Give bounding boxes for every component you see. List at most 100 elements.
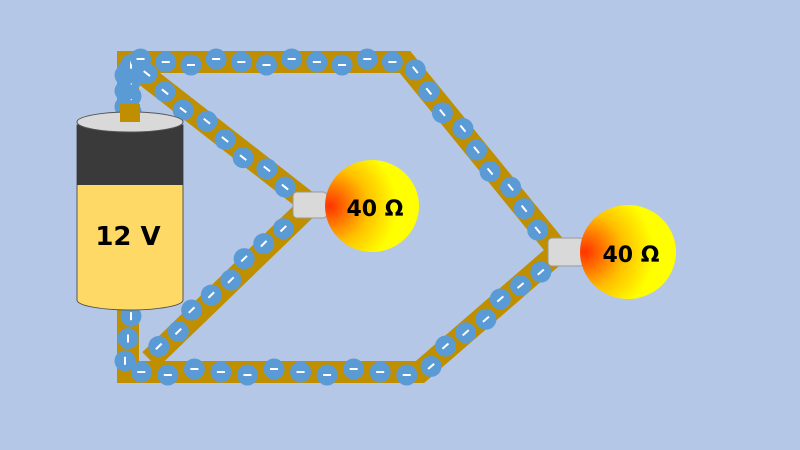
electron [263, 358, 285, 380]
minus-sign-icon [190, 368, 199, 370]
electron [180, 54, 202, 76]
minus-sign-icon [188, 306, 196, 314]
minus-sign-icon [507, 183, 514, 191]
bulb-1: 40 Ω [292, 160, 419, 252]
electron [130, 361, 152, 383]
bulb-1-globe [325, 160, 419, 252]
electron [466, 139, 487, 161]
electron [200, 284, 222, 306]
minus-sign-icon [402, 374, 411, 376]
electron [167, 320, 189, 342]
electron [117, 328, 139, 349]
minus-sign-icon [462, 329, 470, 337]
bulb-2-base [547, 237, 585, 267]
minus-sign-icon [425, 87, 433, 96]
minus-sign-icon [260, 240, 268, 248]
minus-sign-icon [155, 342, 163, 350]
minus-sign-icon [270, 368, 278, 370]
minus-sign-icon [349, 368, 358, 370]
electron [205, 48, 227, 70]
minus-sign-icon [281, 183, 289, 191]
electron [148, 335, 170, 357]
electron [136, 63, 158, 85]
minus-sign-icon [388, 61, 397, 63]
minus-sign-icon [441, 342, 450, 350]
electron [290, 361, 312, 383]
minus-sign-icon [427, 363, 435, 370]
electron [500, 176, 522, 198]
electron [214, 128, 236, 150]
minus-sign-icon [161, 61, 170, 63]
minus-sign-icon [338, 64, 347, 66]
bulb-1-base [292, 191, 328, 219]
battery: 12 V [76, 104, 184, 311]
minus-sign-icon [323, 374, 332, 376]
electron [157, 364, 179, 386]
minus-sign-icon [203, 117, 211, 125]
electron [220, 269, 242, 291]
electron [396, 364, 418, 386]
electron [233, 248, 255, 270]
minus-sign-icon [216, 371, 225, 373]
minus-sign-icon [411, 66, 419, 74]
minus-sign-icon [296, 371, 305, 373]
electron [404, 59, 426, 81]
electron [232, 147, 254, 169]
minus-sign-icon [163, 374, 172, 376]
electron [272, 218, 294, 240]
electron [155, 51, 177, 73]
minus-sign-icon [161, 88, 169, 96]
electron [452, 118, 474, 140]
electron [431, 102, 453, 124]
minus-sign-icon [186, 64, 195, 66]
electron [274, 176, 296, 198]
minus-sign-icon [136, 58, 145, 60]
minus-sign-icon [240, 255, 248, 263]
minus-sign-icon [262, 64, 271, 66]
minus-sign-icon [227, 276, 235, 284]
minus-sign-icon [212, 58, 221, 60]
minus-sign-icon [263, 165, 271, 173]
minus-sign-icon [239, 154, 247, 161]
bulb-2-globe [580, 205, 676, 299]
minus-sign-icon [137, 371, 146, 373]
electron [475, 308, 497, 330]
electron [316, 364, 338, 386]
electron [306, 51, 328, 73]
minus-sign-icon [459, 124, 467, 133]
electron [120, 305, 142, 327]
electron [172, 99, 194, 121]
minus-sign-icon [130, 312, 132, 321]
minus-sign-icon [179, 106, 187, 114]
electron [513, 198, 535, 220]
electron [331, 54, 353, 76]
electron [369, 361, 391, 383]
electron [356, 48, 378, 70]
minus-sign-icon [143, 70, 151, 77]
electron [489, 288, 511, 310]
electron [253, 233, 275, 255]
electron [527, 219, 549, 241]
electron [256, 54, 277, 76]
electron [434, 335, 456, 357]
minus-sign-icon [174, 327, 182, 335]
minus-sign-icon [537, 268, 545, 276]
electron [230, 51, 252, 73]
electron [418, 80, 440, 102]
minus-sign-icon [376, 371, 385, 373]
electron [181, 299, 203, 321]
electron [343, 358, 365, 380]
minus-sign-icon [127, 334, 129, 343]
minus-sign-icon [221, 136, 229, 143]
electron [183, 358, 205, 380]
electron [196, 110, 218, 132]
electron [455, 322, 477, 344]
electron [479, 160, 501, 182]
minus-sign-icon [482, 315, 490, 323]
bulb-2: 40 Ω [547, 205, 676, 299]
electron [236, 364, 258, 386]
minus-sign-icon [534, 226, 542, 234]
electron [381, 51, 403, 73]
electron [420, 355, 442, 377]
minus-sign-icon [486, 167, 494, 176]
